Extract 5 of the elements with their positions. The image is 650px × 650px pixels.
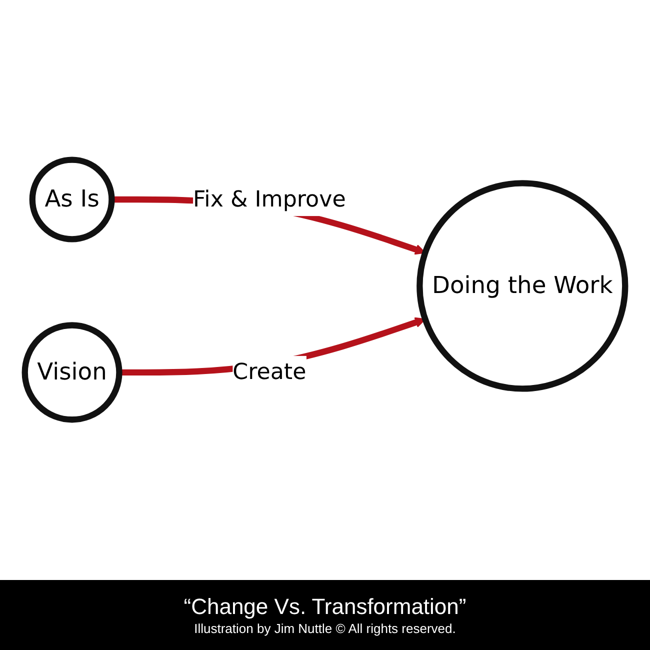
caption: “Change Vs. Transformation” [184, 594, 466, 620]
stage-circle: Doing the Work [416, 180, 628, 392]
credit-line: Illustration by Jim Nuttle © All rights reserved. [194, 620, 456, 636]
stage-circle: Vision [22, 322, 122, 423]
stage-circle: As Is [29, 157, 115, 242]
